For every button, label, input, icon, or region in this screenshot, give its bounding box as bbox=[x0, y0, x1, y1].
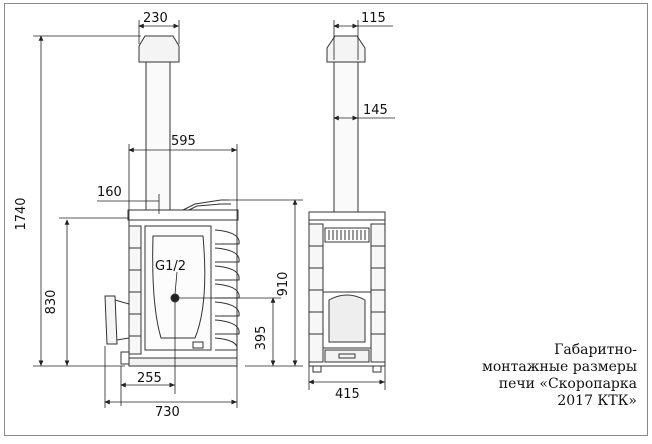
caption-line-2: монтажные размеры bbox=[481, 359, 637, 375]
caption-line-4: 2017 КТК» bbox=[557, 393, 637, 409]
dim-body-width: 595 bbox=[171, 134, 196, 149]
caption-line-3: печи «Скоропарка bbox=[498, 376, 637, 392]
dim-outlet-offset: 255 bbox=[137, 371, 162, 386]
caption-line-1: Габаритно- bbox=[554, 342, 637, 358]
dim-side-width: 415 bbox=[335, 387, 360, 402]
dim-total-height: 1740 bbox=[14, 197, 29, 230]
drawing-frame: 230 115 145 595 160 1740 830 910 395 255… bbox=[4, 3, 648, 436]
technical-drawing: 230 115 145 595 160 1740 830 910 395 255… bbox=[14, 11, 395, 420]
dim-body-height: 830 bbox=[44, 290, 59, 315]
dim-chimney-offset: 160 bbox=[97, 185, 122, 200]
dim-total-depth: 730 bbox=[155, 405, 180, 420]
dim-side-pipe: 145 bbox=[363, 103, 388, 118]
dim-side-chimney-width: 115 bbox=[361, 11, 386, 26]
dim-side-height: 910 bbox=[276, 272, 291, 297]
dim-chimney-width: 230 bbox=[143, 11, 168, 26]
dim-outlet-height: 395 bbox=[254, 326, 269, 351]
drawing-caption: Габаритно- монтажные размеры печи «Скоро… bbox=[427, 342, 637, 410]
fitting-label: G1/2 bbox=[155, 259, 186, 274]
